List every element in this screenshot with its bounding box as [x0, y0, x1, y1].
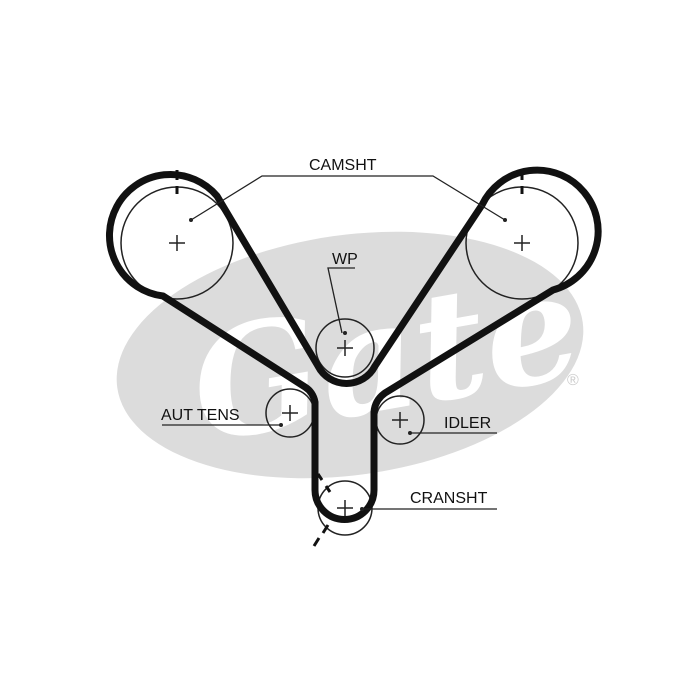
center-marks — [169, 235, 530, 516]
timing-belt — [105, 166, 602, 523]
crankshaft-label: CRANSHT — [410, 490, 488, 507]
auto-tensioner-label: AUT TENS — [161, 407, 240, 424]
idler-label: IDLER — [444, 415, 491, 432]
leader-dots — [189, 218, 507, 511]
registered-mark: ® — [567, 372, 579, 389]
camshaft-label: CAMSHT — [309, 157, 377, 174]
leader-lines — [162, 175, 506, 510]
timing-marks — [175, 170, 524, 547]
water-pump-label: WP — [332, 251, 358, 268]
water-pump-pulley — [315, 318, 375, 378]
gates-logo-watermark: Gates ® — [116, 222, 676, 479]
